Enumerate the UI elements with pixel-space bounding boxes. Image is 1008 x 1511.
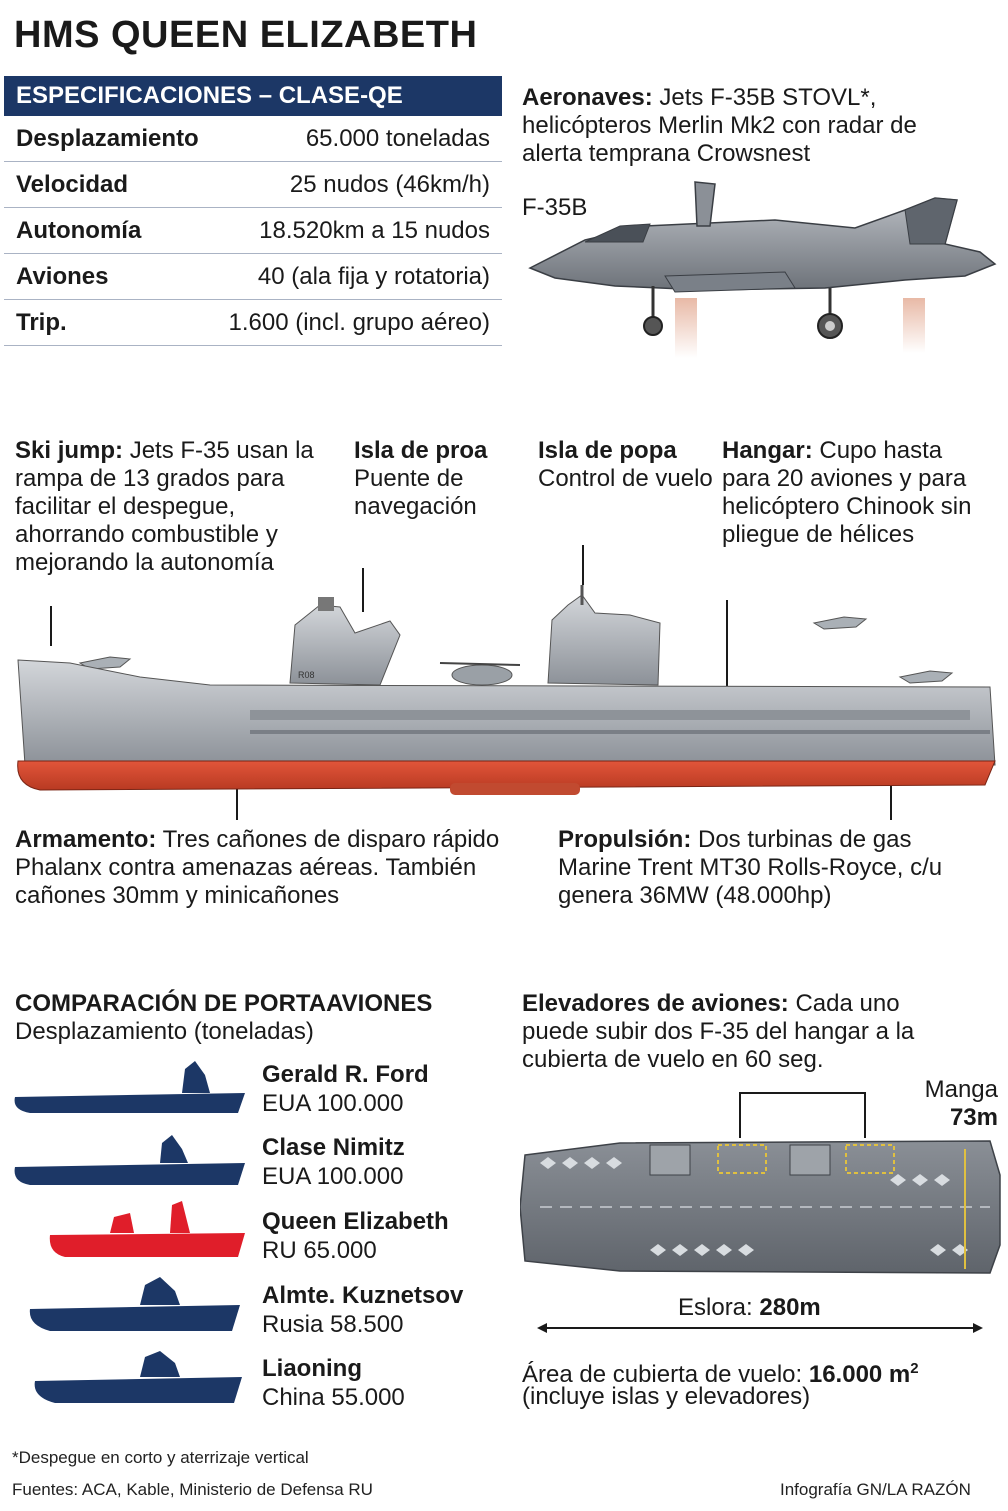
ship-entry: Gerald R. Ford EUA 100.000: [262, 1060, 429, 1118]
ship-entry: Clase Nimitz EUA 100.000: [262, 1133, 405, 1191]
elevators-desc: Cada uno puede subir dos F-35 del hangar…: [522, 990, 915, 1073]
propulsion-text: Dos turbinas de gas Marine Trent MT30 Ro…: [558, 826, 943, 909]
spec-value: 25 nudos (46km/h): [289, 171, 490, 198]
spec-label: Velocidad: [16, 171, 129, 198]
leader-line: [726, 600, 728, 720]
deck-area-text: Área de cubierta de vuelo: 16.000 m2: [522, 1355, 919, 1389]
leader-line: [582, 545, 584, 585]
ship-name: Queen Elizabeth: [262, 1208, 449, 1235]
elevators-label: Elevadores de aviones:: [522, 990, 789, 1017]
isla-popa-label: Isla de popa: [538, 437, 677, 464]
spec-row: Desplazamiento 65.000 toneladas: [4, 116, 502, 162]
carrier-side-illustration: R08: [17, 585, 996, 795]
island-fore: [649, 1144, 691, 1176]
spec-row: Trip. 1.600 (incl. grupo aéreo): [4, 300, 502, 346]
page-title: HMS QUEEN ELIZABETH: [14, 14, 478, 56]
callout-isla-proa: Isla de proa Puente de navegación: [354, 437, 519, 521]
spec-row: Autonomía 18.520km a 15 nudos: [4, 208, 502, 254]
eslora-arrow: [537, 1323, 983, 1333]
deck-area-label: Área de cubierta de vuelo:: [522, 1361, 803, 1388]
eslora-value: 280m: [759, 1294, 821, 1321]
elevator-aft: [845, 1144, 895, 1174]
deck-area-note: (incluye islas y elevadores): [522, 1383, 811, 1410]
eslora-text: Eslora: 280m: [678, 1294, 821, 1322]
comparison-title: COMPARACIÓN DE PORTAAVIONES: [15, 990, 433, 1017]
spec-value: 1.600 (incl. grupo aéreo): [228, 309, 491, 336]
isla-proa-label: Isla de proa: [354, 437, 488, 464]
propulsion-label: Propulsión:: [558, 826, 692, 853]
eslora-label: Eslora:: [678, 1294, 753, 1321]
ship-silhouette-liaoning: [34, 1377, 243, 1403]
spec-row: Velocidad 25 nudos (46km/h): [4, 162, 502, 208]
armamento-text: Tres cañones de disparo rápido Phalanx c…: [15, 826, 500, 909]
ship-name: Gerald R. Ford: [262, 1061, 429, 1088]
credit: Infografía GN/LA RAZÓN: [780, 1480, 971, 1499]
aircraft-text: Aeronaves: Jets F-35B STOVL*, helicópter…: [522, 84, 982, 168]
flight-deck-plan: [520, 1140, 1001, 1274]
footnote: *Despegue en corto y aterrizaje vertical: [12, 1448, 309, 1467]
ship-entry: Almte. Kuznetsov Rusia 58.500: [262, 1281, 463, 1339]
spec-label: Aviones: [16, 263, 109, 290]
radar: [318, 597, 334, 611]
hangar-label: Hangar:: [722, 437, 813, 464]
ship-detail: Rusia 58.500: [262, 1311, 404, 1338]
ship-detail: China 55.000: [262, 1384, 405, 1411]
ship-silhouette-kuznetsov: [29, 1305, 241, 1331]
ship-silhouette-queen-elizabeth: [49, 1233, 245, 1257]
callout-propulsion: Propulsión: Dos turbinas de gas Marine T…: [558, 826, 978, 910]
callout-ski-jump: Ski jump: Jets F-35 usan la rampa de 13 …: [15, 437, 350, 577]
ship-entry: Liaoning China 55.000: [262, 1354, 405, 1412]
spec-value: 65.000 toneladas: [305, 125, 490, 152]
ship-entry: Queen Elizabeth RU 65.000: [262, 1207, 449, 1265]
ship-silhouette-nimitz: [14, 1163, 246, 1185]
ship-detail: EUA 100.000: [262, 1163, 404, 1190]
isla-proa-text: Puente de navegación: [354, 465, 477, 520]
leader-line: [50, 606, 52, 646]
hull-id: R08: [298, 670, 315, 680]
elevator-bracket: [739, 1092, 866, 1138]
sources: Fuentes: ACA, Kable, Ministerio de Defen…: [12, 1480, 373, 1499]
ship-detail: EUA 100.000: [262, 1090, 404, 1117]
spec-value: 18.520km a 15 nudos: [259, 217, 490, 244]
ship-detail: RU 65.000: [262, 1237, 377, 1264]
island-aft: [789, 1144, 831, 1176]
ship-name: Clase Nimitz: [262, 1134, 405, 1161]
specs-table: ESPECIFICACIONES – CLASE-QE Desplazamien…: [4, 76, 502, 346]
f35b-jet-illustration: [528, 181, 997, 358]
callout-armamento: Armamento: Tres cañones de disparo rápid…: [15, 826, 545, 910]
armamento-label: Armamento:: [15, 826, 157, 853]
ship-name: Liaoning: [262, 1355, 362, 1382]
manga-label: Manga: [924, 1076, 998, 1103]
spec-value: 40 (ala fija y rotatoria): [257, 263, 490, 290]
leader-line: [890, 780, 892, 820]
deck-area-value: 16.000 m: [808, 1361, 911, 1388]
comparison-subtitle: Desplazamiento (toneladas): [15, 1018, 314, 1045]
manga-value: 73m: [949, 1104, 998, 1131]
hangar-text: Cupo hasta para 20 aviones y para helicó…: [722, 437, 972, 548]
elevator-fore: [717, 1144, 767, 1174]
callout-hangar: Hangar: Cupo hasta para 20 aviones y par…: [722, 437, 992, 549]
specs-header: ESPECIFICACIONES – CLASE-QE: [4, 76, 502, 116]
aircraft-label: Aeronaves:: [522, 84, 653, 111]
spec-label: Autonomía: [16, 217, 142, 244]
ship-silhouette-ford: [14, 1093, 246, 1113]
spec-label: Desplazamiento: [16, 125, 199, 152]
ship-name: Almte. Kuznetsov: [262, 1282, 464, 1309]
aircraft-desc: Jets F-35B STOVL*, helicópteros Merlin M…: [522, 84, 917, 167]
leader-line: [362, 568, 364, 612]
ski-jump-text: Jets F-35 usan la rampa de 13 grados par…: [15, 437, 314, 576]
callout-isla-popa: Isla de popa Control de vuelo: [538, 437, 713, 493]
comparison-silhouettes: [14, 1061, 246, 1403]
f35-label: F-35B: [522, 194, 588, 221]
deck-area-sup: 2: [910, 1360, 919, 1377]
ski-jump-label: Ski jump:: [15, 437, 124, 464]
spec-label: Trip.: [16, 309, 67, 336]
isla-popa-text: Control de vuelo: [538, 465, 713, 492]
elevators-text: Elevadores de aviones: Cada uno puede su…: [522, 990, 962, 1074]
spec-row: Aviones 40 (ala fija y rotatoria): [4, 254, 502, 300]
